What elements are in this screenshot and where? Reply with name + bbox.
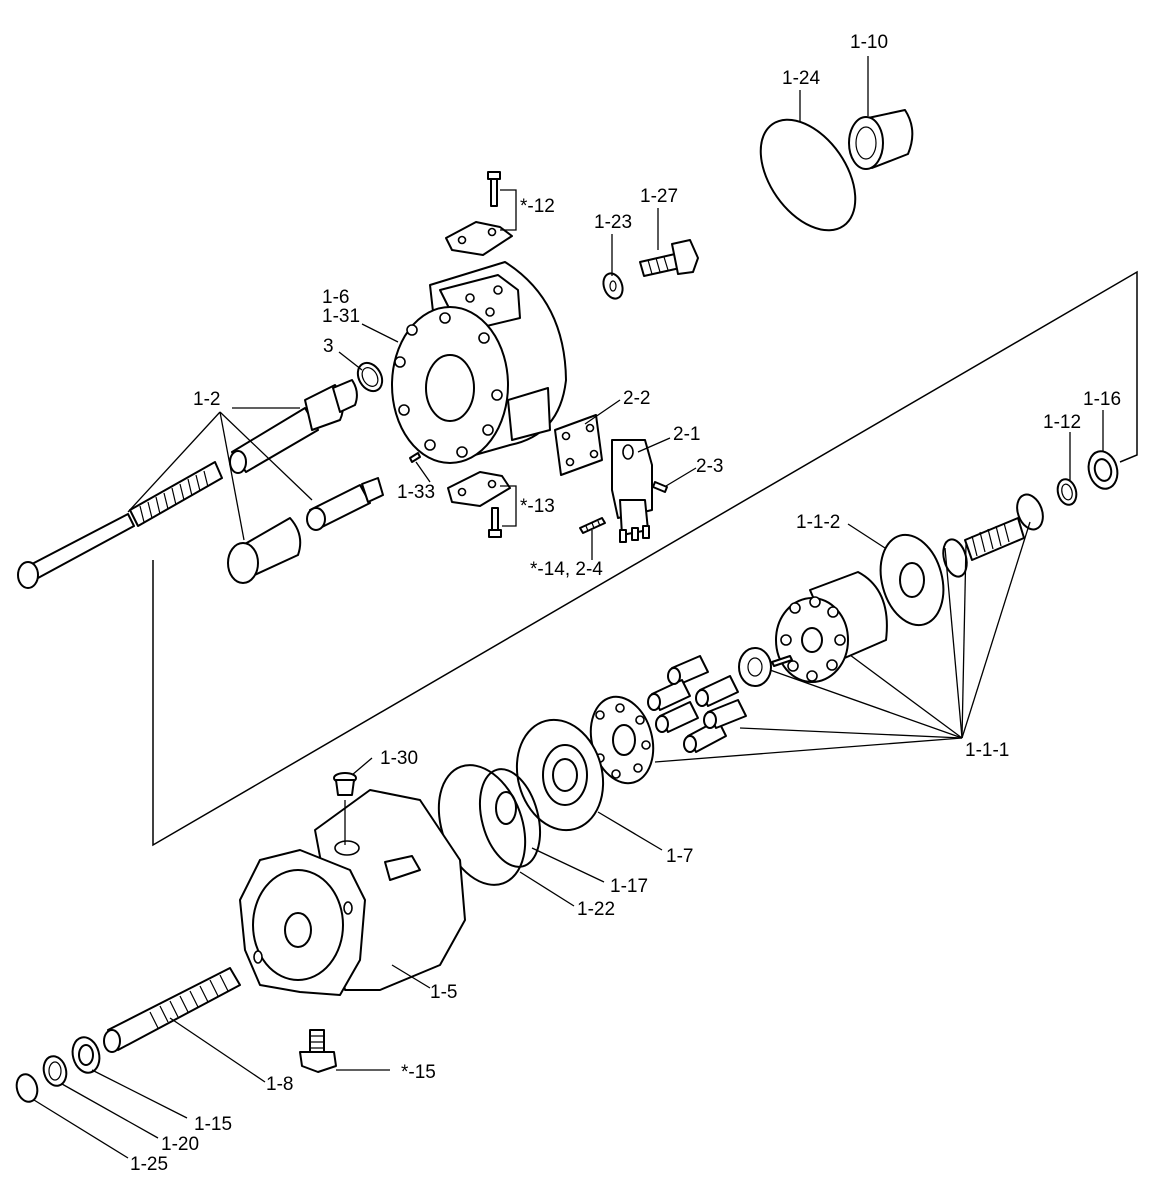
part-bolt-star-15 — [299, 1029, 337, 1073]
label-1-2: 1-2 — [193, 389, 220, 410]
label-1-25: 1-25 — [130, 1154, 168, 1175]
label-3: 3 — [323, 336, 334, 357]
label-1-10: 1-10 — [850, 32, 888, 53]
label-1-7: 1-7 — [666, 846, 693, 867]
part-pin-1-33 — [409, 452, 421, 463]
part-bearing-1-16 — [1087, 450, 1119, 490]
part-gasket-2-2 — [554, 414, 603, 476]
part-casing-1-5 — [239, 789, 466, 996]
part-spring-pin-2-4 — [579, 517, 606, 534]
label-1-31: 1-31 — [322, 306, 360, 327]
part-snap-ring-1-12 — [1056, 478, 1078, 506]
part-labels: 1-10 1-24 *-12 1-27 1-23 1-6 1-31 3 1-2 … — [130, 32, 1121, 1175]
label-2-2: 2-2 — [623, 388, 650, 409]
part-swash-plate-1-7 — [515, 718, 605, 832]
label-1-24: 1-24 — [782, 68, 820, 89]
label-1-6: 1-6 — [322, 287, 349, 308]
label-star-13: *-13 — [520, 496, 555, 517]
part-spacer-1-20 — [42, 1055, 68, 1087]
label-1-15: 1-15 — [194, 1114, 232, 1135]
part-cover-plate-star-12 — [445, 171, 513, 256]
label-1-1-1: 1-1-1 — [965, 740, 1009, 761]
part-rotary-group-1-1-1 — [647, 493, 1044, 753]
part-snap-ring-1-25 — [15, 1073, 39, 1103]
label-1-16: 1-16 — [1083, 389, 1121, 410]
label-1-5: 1-5 — [430, 982, 457, 1003]
part-pistons — [647, 655, 747, 753]
label-1-33: 1-33 — [397, 482, 435, 503]
label-1-17: 1-17 — [610, 876, 648, 897]
part-bearing-1-15 — [71, 1036, 101, 1074]
part-drive-shaft-1-8 — [103, 967, 241, 1053]
label-1-12: 1-12 — [1043, 412, 1081, 433]
label-star-14-2-4: *-14, 2-4 — [530, 559, 603, 580]
part-plug-1-30 — [333, 772, 357, 796]
part-housing-1-6 — [391, 261, 567, 464]
part-shim-1-17 — [479, 768, 541, 868]
label-1-20: 1-20 — [161, 1134, 199, 1155]
part-coupling-1-10 — [848, 109, 914, 170]
part-screw-2-3 — [652, 481, 668, 493]
label-1-8: 1-8 — [266, 1074, 293, 1095]
label-1-1-2: 1-1-2 — [796, 512, 840, 533]
label-1-23: 1-23 — [594, 212, 632, 233]
part-washer-1-23 — [602, 272, 624, 300]
label-1-27: 1-27 — [640, 186, 678, 207]
label-star-15: *-15 — [401, 1062, 436, 1083]
part-o-ring-1-24 — [759, 118, 857, 232]
label-2-3: 2-3 — [696, 456, 723, 477]
part-cover-plate-star-13 — [447, 471, 511, 538]
label-2-1: 2-1 — [673, 424, 700, 445]
label-1-30: 1-30 — [380, 748, 418, 769]
label-1-22: 1-22 — [577, 899, 615, 920]
leader-lines — [33, 56, 1104, 1159]
part-servo-piston-1-2 — [17, 379, 384, 589]
part-bolt-1-27 — [639, 239, 699, 277]
assembly-frame — [152, 270, 1138, 847]
part-o-ring-3 — [356, 361, 384, 393]
label-star-12: *-12 — [520, 196, 555, 217]
part-control-valve-2-1 — [611, 439, 653, 543]
